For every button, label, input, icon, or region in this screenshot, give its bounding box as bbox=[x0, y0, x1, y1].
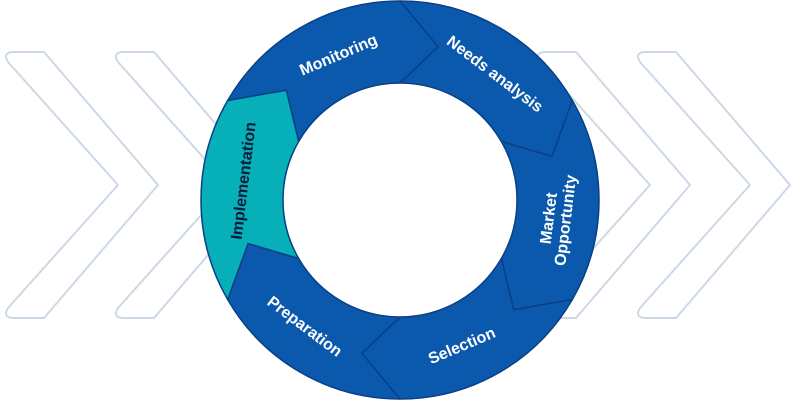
chevron-right-icon bbox=[637, 51, 791, 319]
cycle-center bbox=[284, 84, 516, 316]
chevron-right-icon bbox=[115, 51, 269, 319]
cycle-segment-implementation bbox=[200, 89, 300, 301]
chevron-right-icon bbox=[5, 51, 159, 319]
cycle-label-line: Market bbox=[538, 191, 561, 245]
